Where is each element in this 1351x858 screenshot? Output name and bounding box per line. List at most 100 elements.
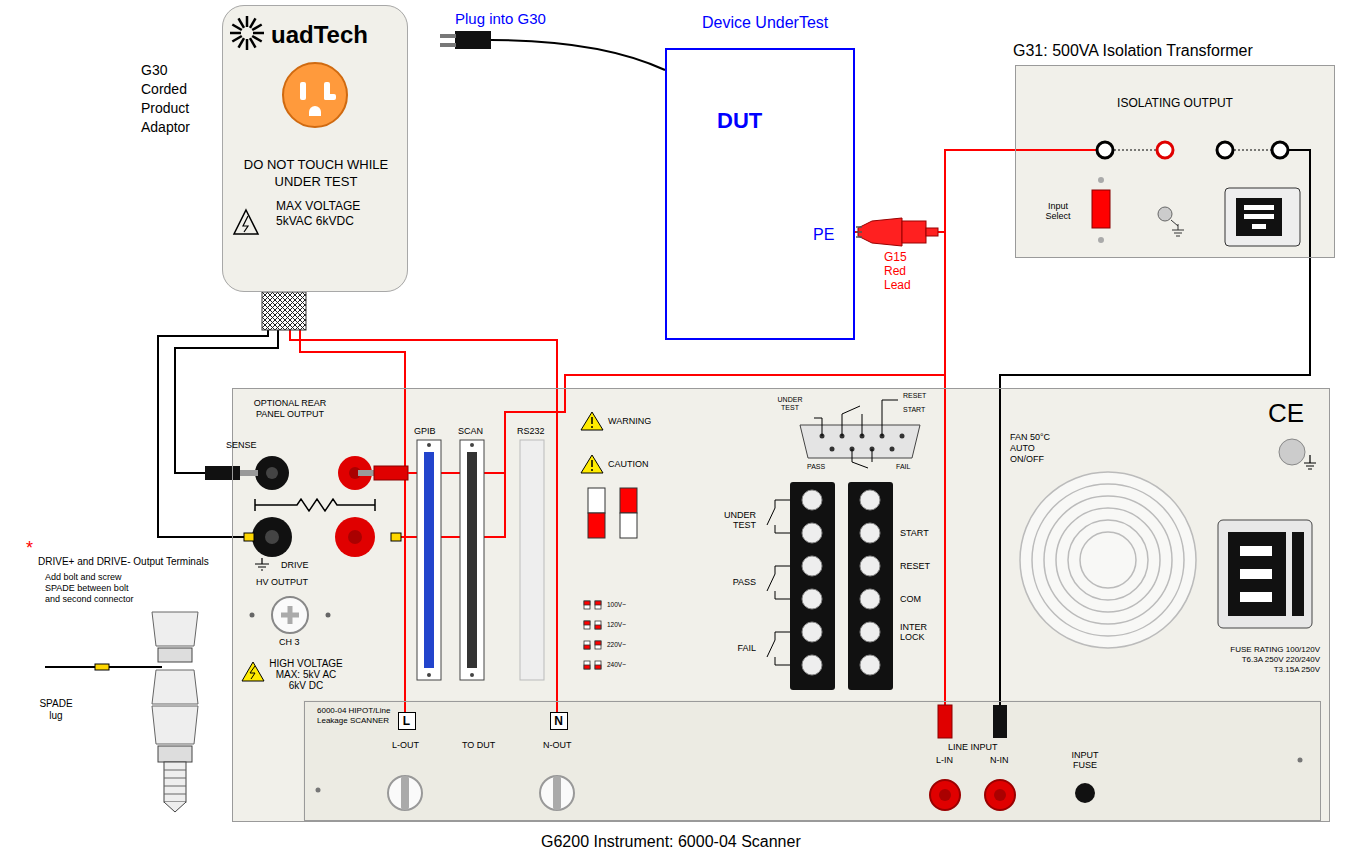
text-holder: WARNING xyxy=(608,416,651,427)
logo-burst xyxy=(253,32,264,35)
text-holder: SCAN xyxy=(458,426,483,437)
transformer-title: G31: 500VA Isolation Transformer xyxy=(1013,42,1253,60)
input-label: L-IN xyxy=(936,755,953,766)
footnote-mark: * xyxy=(26,538,33,558)
binding-post xyxy=(265,530,279,544)
terminal-block xyxy=(767,500,790,665)
dip-switch xyxy=(584,601,590,609)
warning-symbol xyxy=(581,412,603,430)
panel-heading: OPTIONAL REAR PANEL OUTPUT xyxy=(248,398,332,420)
hazard-symbol xyxy=(250,666,255,679)
hv-output-jack xyxy=(281,606,299,624)
text-holder: DUT xyxy=(717,108,762,134)
relay-label: UNDER TEST xyxy=(712,510,756,530)
text-holder: UNDER TEST xyxy=(772,396,808,412)
pin-label: PASS xyxy=(807,463,825,471)
output-terminals xyxy=(1015,142,1310,258)
gpib-port xyxy=(417,440,441,680)
db9-connector xyxy=(890,447,895,452)
dip-switch xyxy=(595,625,601,629)
pin-label: FAIL xyxy=(896,463,910,471)
cooling-fan xyxy=(1044,496,1172,624)
pin-label: UNDER TEST xyxy=(772,396,808,412)
power-inlet xyxy=(1252,224,1266,229)
hv-output-jack xyxy=(272,597,308,633)
output-terminals xyxy=(1234,150,1271,151)
banana-plug xyxy=(240,470,258,476)
ce-mark: CE xyxy=(1268,398,1304,428)
text-holder: START xyxy=(900,528,929,538)
scanner-hardware xyxy=(994,789,1006,801)
input-label: N-IN xyxy=(990,755,1009,766)
power-inlet xyxy=(1225,188,1300,246)
warning-symbol xyxy=(581,455,603,473)
scanner-hardware xyxy=(939,789,951,801)
input-select-switch xyxy=(1092,177,1110,243)
ground-symbol xyxy=(255,558,269,570)
scanner-hardware xyxy=(1075,783,1095,803)
voltage-label: 120V~ xyxy=(607,621,626,629)
logo-burst xyxy=(250,18,256,28)
test-lead-plug xyxy=(902,221,926,243)
terminal-block xyxy=(860,589,880,609)
logo-burst xyxy=(250,38,256,48)
output-label: HV OUTPUT xyxy=(256,577,308,588)
device-title: Device UnderTest xyxy=(702,14,828,32)
warning-text: DO NOT TOUCH WHILE UNDER TEST xyxy=(231,156,401,190)
channel-label: CH 3 xyxy=(279,637,300,648)
text-holder: N-IN xyxy=(990,755,1009,766)
device-box: Device UnderTestDUTPE xyxy=(665,48,855,340)
text-holder: PE xyxy=(813,226,834,244)
bolt-illustration xyxy=(164,770,186,794)
terminal-block xyxy=(802,655,822,675)
mains-inlet xyxy=(1240,569,1272,579)
logo-burst xyxy=(232,36,242,42)
text-holder: RESET xyxy=(900,561,930,571)
fuse-rating: FUSE RATING 100/120V T6.3A 250V 220/240V… xyxy=(1222,645,1320,675)
terminal-block xyxy=(860,622,880,642)
power-plug xyxy=(491,40,665,70)
hazard-symbol xyxy=(243,216,248,232)
scanner-hardware xyxy=(316,788,321,793)
terminal-block xyxy=(767,482,893,690)
panel-fills xyxy=(665,48,855,340)
pin-label: RESET xyxy=(903,392,926,400)
ground-button xyxy=(1304,455,1316,469)
spade-lug xyxy=(244,533,254,541)
selector-switch xyxy=(620,488,637,513)
bolt-illustration xyxy=(152,706,198,744)
cooling-fan xyxy=(1032,484,1184,636)
dip-switch xyxy=(595,621,601,629)
terminal-name: PE xyxy=(813,226,834,244)
hazard-symbol xyxy=(242,662,264,681)
output-label: TO DUT xyxy=(462,740,495,751)
scan-port xyxy=(460,440,484,680)
text-holder: 240V~ xyxy=(607,661,626,669)
mains-inlet xyxy=(1240,592,1272,602)
input-label: COM xyxy=(900,594,921,604)
port-label: RS232 xyxy=(517,426,545,437)
dip-switch xyxy=(584,601,590,605)
dip-switch xyxy=(595,641,601,649)
resistor-symbol xyxy=(255,499,375,511)
bolt-illustration xyxy=(45,612,198,812)
scan-port xyxy=(470,673,474,677)
panel-fills xyxy=(303,700,1320,820)
logo-burst xyxy=(246,16,249,27)
scanner-hardware xyxy=(553,776,561,810)
output-label: N-OUT xyxy=(543,740,572,751)
dip-switch xyxy=(584,601,601,669)
dip-switch xyxy=(584,621,590,625)
hv-warning: HIGH VOLTAGE MAX: 5kV AC 6kV DC xyxy=(266,658,346,691)
binding-post xyxy=(255,456,289,490)
selector-switch xyxy=(588,513,605,538)
text-holder: CE xyxy=(1268,398,1304,428)
text-holder: Input Select xyxy=(1038,201,1078,221)
text-holder: RS232 xyxy=(517,426,545,437)
wire-tag: N xyxy=(550,712,568,730)
warning-symbol xyxy=(581,412,603,473)
input-select-switch xyxy=(1098,237,1104,243)
